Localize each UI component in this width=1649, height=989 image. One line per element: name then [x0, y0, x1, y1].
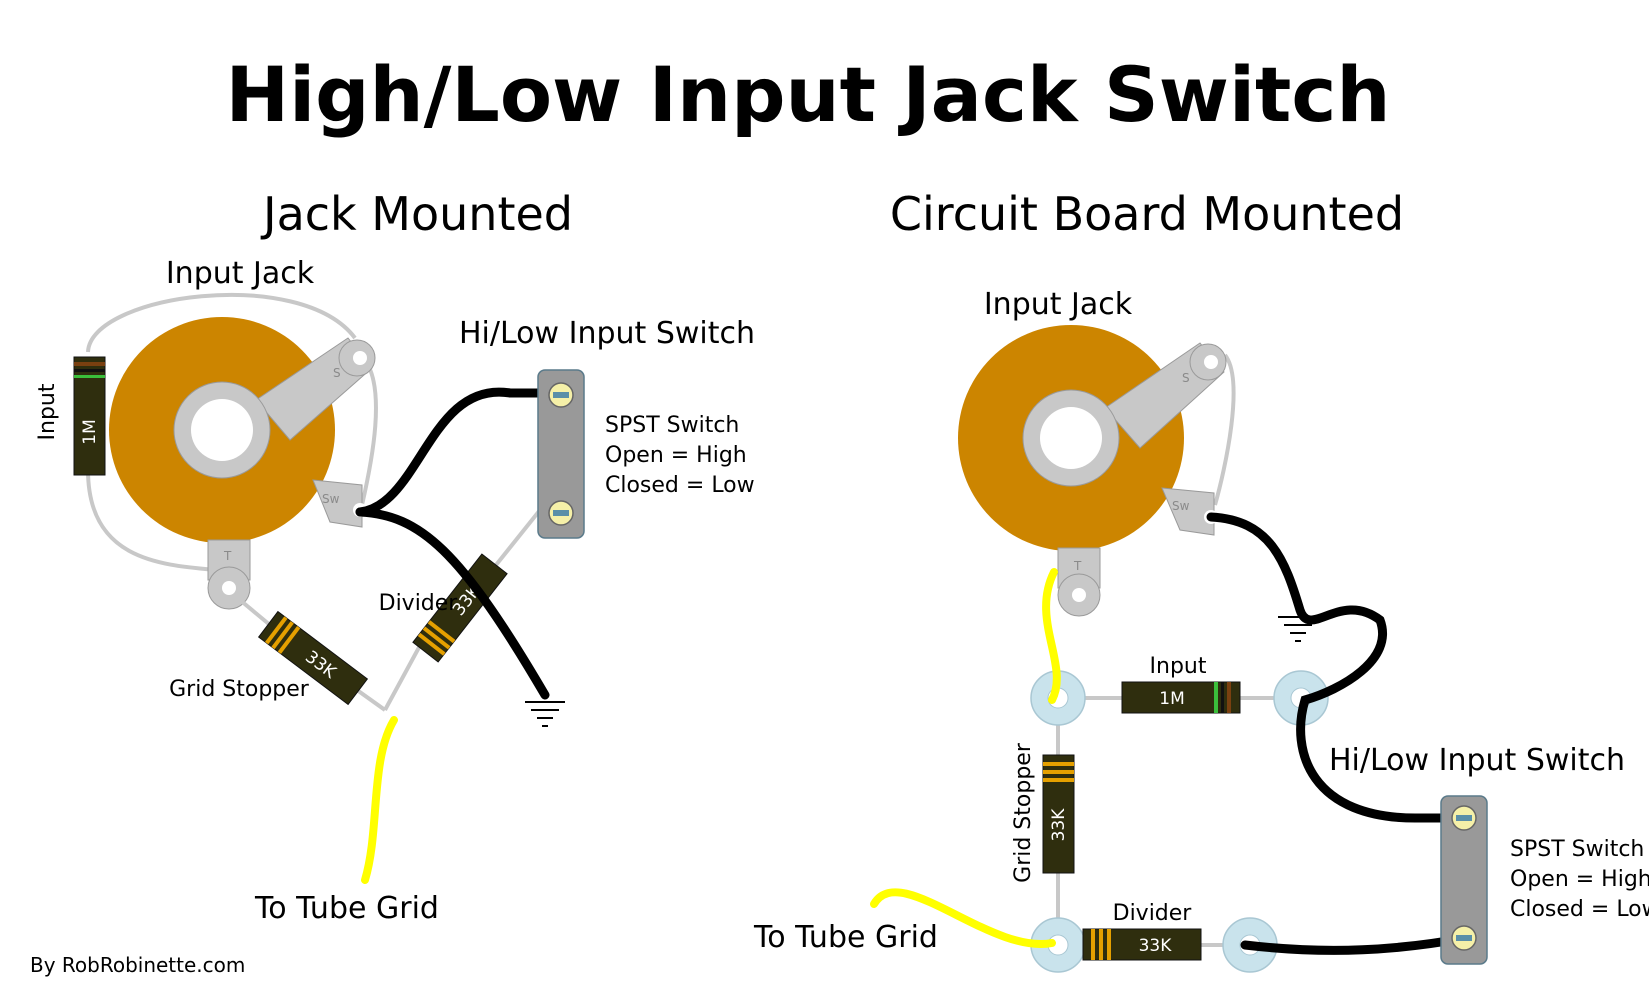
left-divider-resistor: 33K: [412, 553, 508, 663]
left-grid-stopper-lead-in: [238, 598, 272, 627]
right-grid-stopper-value: 33K: [1049, 808, 1069, 842]
right-jack-hole: [1040, 407, 1102, 469]
right-switch-desc-1: SPST Switch: [1510, 837, 1644, 862]
left-divider-lead-in: [383, 639, 425, 711]
left-switch-label: Hi/Low Input Switch: [459, 316, 755, 351]
left-switch-desc-2: Open = High: [605, 443, 747, 468]
left-tube-grid-label: To Tube Grid: [254, 891, 439, 926]
left-input-resistor-label: Input: [35, 383, 60, 440]
right-divider-resistor: 33K: [1082, 928, 1202, 961]
circuit-board-mounted-diagram: Circuit Board Mounted Input Jack Hi/Low …: [753, 187, 1649, 973]
right-switch-desc-3: Closed = Low: [1510, 897, 1649, 922]
left-input-resistor-value: 1M: [80, 419, 100, 444]
left-tube-grid-wire: [361, 716, 398, 884]
right-divider-label: Divider: [1113, 901, 1193, 926]
right-s-sw-wire: [1213, 353, 1236, 506]
left-ground-wire: [355, 507, 550, 700]
right-jack-tab-s: S: [1104, 342, 1227, 449]
right-input-resistor-value: 1M: [1159, 689, 1184, 709]
left-input-jack-label: Input Jack: [166, 256, 315, 291]
left-grid-stopper-label: Grid Stopper: [169, 677, 310, 702]
right-divider-value: 33K: [1139, 936, 1173, 956]
svg-text:Sw: Sw: [322, 492, 340, 506]
right-input-resistor-label: Input: [1150, 654, 1207, 679]
left-jumper-wire-bottom: [86, 469, 217, 572]
left-ground-symbol: [524, 701, 566, 727]
jack-mounted-heading: Jack Mounted: [260, 187, 573, 241]
left-switch-wire: [355, 387, 553, 517]
right-spst-switch: [1440, 795, 1488, 965]
right-tube-grid-label: To Tube Grid: [753, 920, 938, 955]
right-jack-tab-sw: Sw: [1161, 487, 1218, 536]
left-input-resistor: 1M: [73, 356, 106, 476]
circuit-board-heading: Circuit Board Mounted: [890, 187, 1404, 241]
left-s-sw-wire: [358, 353, 378, 506]
right-switch-label: Hi/Low Input Switch: [1329, 743, 1625, 778]
svg-text:T: T: [1073, 559, 1082, 573]
right-jack-tab-t: T: [1057, 547, 1101, 617]
left-jack-tab-s: S: [255, 337, 376, 441]
right-switch-wire-top: [1206, 512, 1470, 823]
svg-text:S: S: [333, 366, 341, 380]
left-jack-tab-sw: Sw: [312, 479, 367, 528]
jack-mounted-diagram: Jack Mounted Input Jack Hi/Low Input Swi…: [35, 187, 755, 926]
right-input-jack-label: Input Jack: [984, 287, 1133, 322]
right-grid-stopper-resistor: 33K: [1042, 754, 1075, 874]
credit-text: By RobRobinette.com: [30, 953, 245, 977]
left-divider-label: Divider: [379, 591, 459, 616]
left-jumper-wire-top: [86, 292, 357, 353]
left-spst-switch: [537, 369, 585, 539]
right-input-resistor: 1M: [1121, 681, 1241, 714]
right-tip-wire: [1042, 568, 1061, 704]
left-divider-lead-out: [494, 508, 542, 567]
svg-text:T: T: [223, 549, 232, 563]
left-switch-desc-1: SPST Switch: [605, 413, 739, 438]
right-switch-wire-bottom: [1240, 933, 1470, 955]
right-grid-stopper-label: Grid Stopper: [1011, 742, 1036, 883]
svg-text:Sw: Sw: [1172, 499, 1190, 513]
left-switch-desc-3: Closed = Low: [605, 473, 755, 498]
svg-text:S: S: [1182, 371, 1190, 385]
right-switch-desc-2: Open = High: [1510, 867, 1649, 892]
left-jack-hole: [191, 399, 253, 461]
page-title: High/Low Input Jack Switch: [225, 50, 1390, 139]
right-tube-grid-wire: [870, 888, 1056, 949]
left-jack-tab-t: T: [207, 539, 251, 610]
left-grid-stopper-resistor: 33K: [257, 610, 369, 706]
